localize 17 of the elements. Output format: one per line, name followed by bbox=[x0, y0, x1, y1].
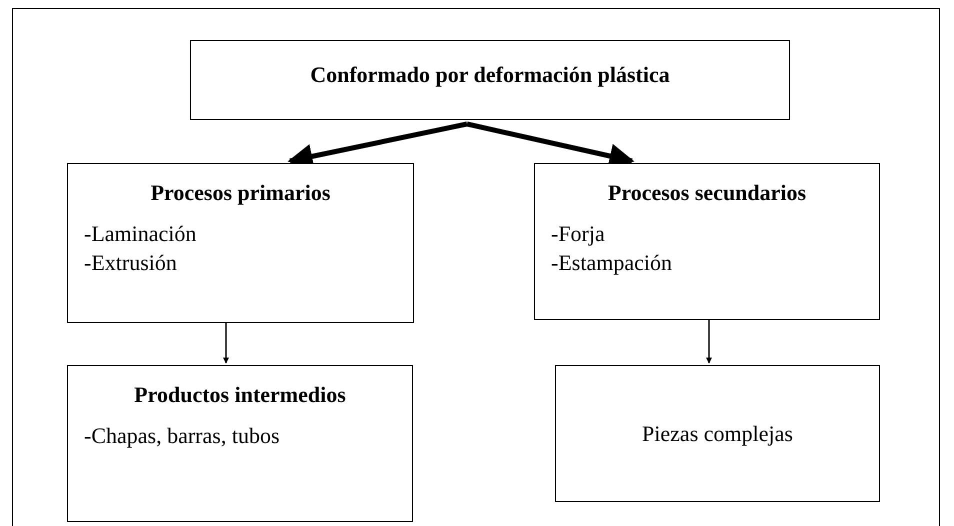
arrow bbox=[223, 323, 229, 364]
box-text: -Extrusión bbox=[84, 249, 178, 277]
process-box bbox=[67, 163, 414, 323]
box-text: -Forja bbox=[551, 220, 606, 248]
arrow bbox=[706, 320, 712, 364]
box-heading: Procesos secundarios bbox=[608, 179, 806, 207]
box-text: -Estampación bbox=[551, 249, 673, 277]
box-text: Piezas complejas bbox=[642, 420, 793, 448]
process-box bbox=[534, 163, 880, 320]
process-box bbox=[555, 365, 880, 502]
box-heading: Conformado por deformación plástica bbox=[310, 60, 670, 88]
box-text: -Chapas, barras, tubos bbox=[84, 422, 281, 450]
box-text: -Laminación bbox=[84, 220, 198, 248]
process-box bbox=[190, 40, 790, 120]
box-heading: Procesos primarios bbox=[150, 179, 330, 207]
box-heading: Productos intermedios bbox=[134, 381, 346, 409]
process-box bbox=[67, 365, 413, 522]
